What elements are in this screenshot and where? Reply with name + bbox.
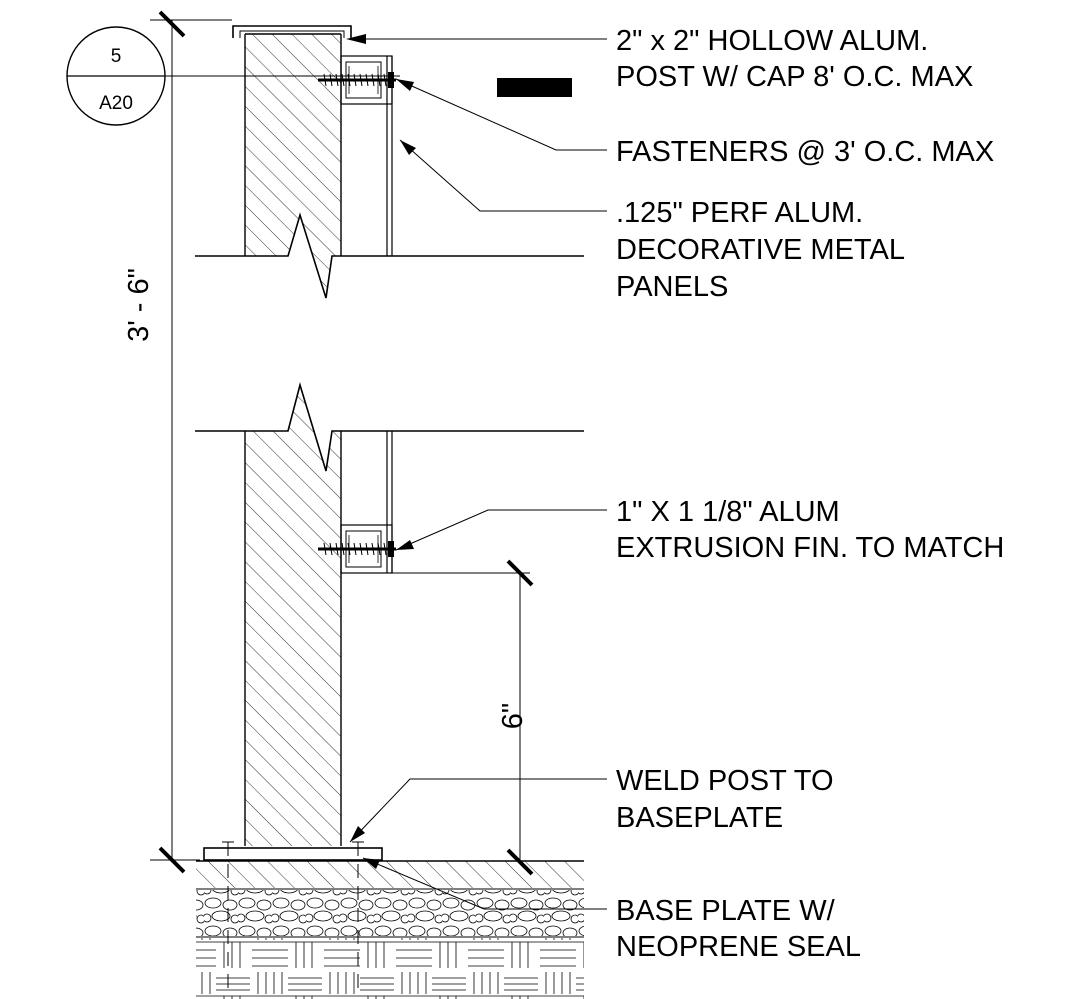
callout-extrusion-line2: EXTRUSION FIN. TO MATCH	[616, 532, 1004, 564]
perforated-panel	[386, 56, 393, 573]
leader-baseplate	[362, 857, 607, 910]
callout-extrusion: 1" X 1 1/8" ALUM EXTRUSION FIN. TO MATCH	[616, 496, 1004, 564]
callout-weld: WELD POST TO BASEPLATE	[616, 765, 834, 834]
post-cap	[232, 25, 352, 38]
leader-weld	[349, 778, 607, 843]
callout-extrusion-line1: 1" X 1 1/8" ALUM	[616, 496, 840, 528]
callout-fasteners: FASTENERS @ 3' O.C. MAX	[616, 136, 994, 168]
leader-fasteners	[395, 78, 607, 151]
bottom-clearance-label: 6"	[497, 703, 529, 729]
callout-panels-line2: DECORATIVE METAL	[616, 234, 905, 266]
section-marker	[497, 78, 572, 97]
detail-number: 5	[111, 46, 122, 67]
callout-weld-line2: BASEPLATE	[616, 802, 783, 834]
bottom-fastener	[318, 541, 396, 557]
detail-tag: 5 A20	[66, 26, 166, 126]
callout-panels: .125" PERF ALUM. DECORATIVE METAL PANELS	[616, 197, 905, 303]
ground-substrate	[196, 861, 584, 999]
overall-height-dimension: 3' - 6"	[123, 10, 232, 874]
callout-fasteners-line1: FASTENERS @ 3' O.C. MAX	[616, 136, 994, 168]
break-lines	[195, 212, 584, 472]
callout-post-line1: 2" x 2" HOLLOW ALUM.	[616, 25, 928, 57]
callout-weld-line1: WELD POST TO	[616, 765, 834, 797]
callout-baseplate: BASE PLATE W/ NEOPRENE SEAL	[616, 895, 861, 963]
callout-baseplate-line2: NEOPRENE SEAL	[616, 931, 861, 963]
sheet-number: A20	[99, 93, 133, 114]
overall-height-label: 3' - 6"	[123, 268, 155, 342]
leader-post	[346, 34, 607, 44]
callout-post-line2: POST W/ CAP 8' O.C. MAX	[616, 61, 973, 93]
callout-post: 2" x 2" HOLLOW ALUM. POST W/ CAP 8' O.C.…	[616, 25, 973, 93]
leader-extrusion	[395, 509, 607, 551]
top-fastener	[318, 72, 396, 88]
leader-panels	[399, 139, 607, 212]
callout-panels-line1: .125" PERF ALUM.	[616, 197, 863, 229]
callout-panels-line3: PANELS	[616, 271, 728, 303]
bottom-clearance-dimension: 6"	[342, 559, 534, 876]
callout-baseplate-line1: BASE PLATE W/	[616, 895, 836, 927]
aluminum-post	[244, 33, 342, 846]
